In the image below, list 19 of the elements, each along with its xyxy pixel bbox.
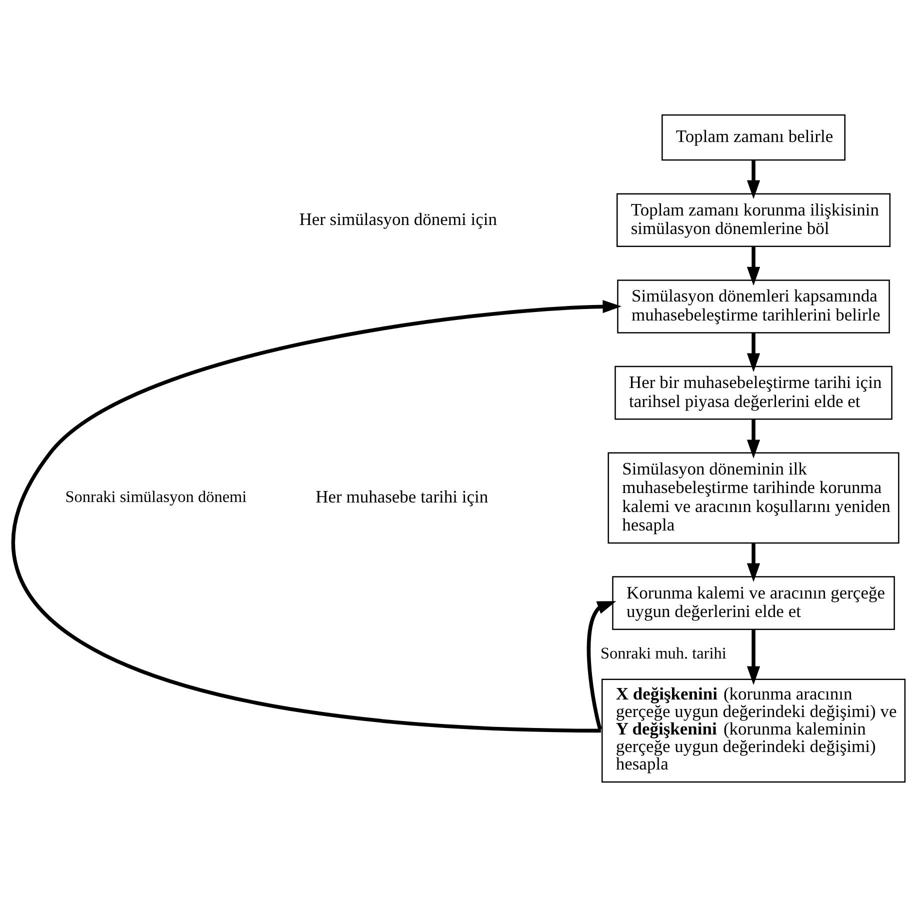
arrow — [746, 332, 760, 372]
arrow — [746, 160, 760, 200]
arrow — [746, 246, 760, 286]
arrow — [746, 543, 760, 582]
node-box: Toplam zamanı korunma ilişkisinin simülasyon dönemlerine böl — [616, 193, 891, 248]
arrow — [746, 630, 760, 686]
node-box: Toplam zamanı belirle — [662, 114, 846, 161]
arrow — [12, 300, 622, 733]
node-box: Korunma kalemi ve aracının gerçeğe uygun değerlerini elde et — [612, 576, 895, 630]
node-box: X değişkenini (korunma aracının gerçeğe uygun değerindeki değişimi) ve Y değişkenini (korunma kaleminin gerçeğe uygun değerindeki değişimi) hesapla — [601, 678, 906, 783]
arrow — [586, 601, 616, 732]
edge-label: Sonraki simülasyon dönemi — [65, 488, 247, 506]
label: Her simülasyon dönemi için — [299, 208, 498, 229]
edge-label: Sonraki muh. tarihi — [600, 644, 726, 663]
label: Her muhasebe tarihi için — [316, 486, 488, 507]
arrow — [746, 419, 760, 459]
node-box: Simülasyon döneminin ilk muhasebeleştirme tarihinde korunma kalemi ve aracının koşullarını yeniden hesapla — [608, 452, 900, 544]
node-box: Simülasyon dönemleri kapsamında muhasebeleştirme tarihlerini belirle — [617, 280, 890, 334]
node-box: Her bir muhasebeleştirme tarihi için tarihsel piyasa değerlerini elde et — [614, 366, 892, 420]
